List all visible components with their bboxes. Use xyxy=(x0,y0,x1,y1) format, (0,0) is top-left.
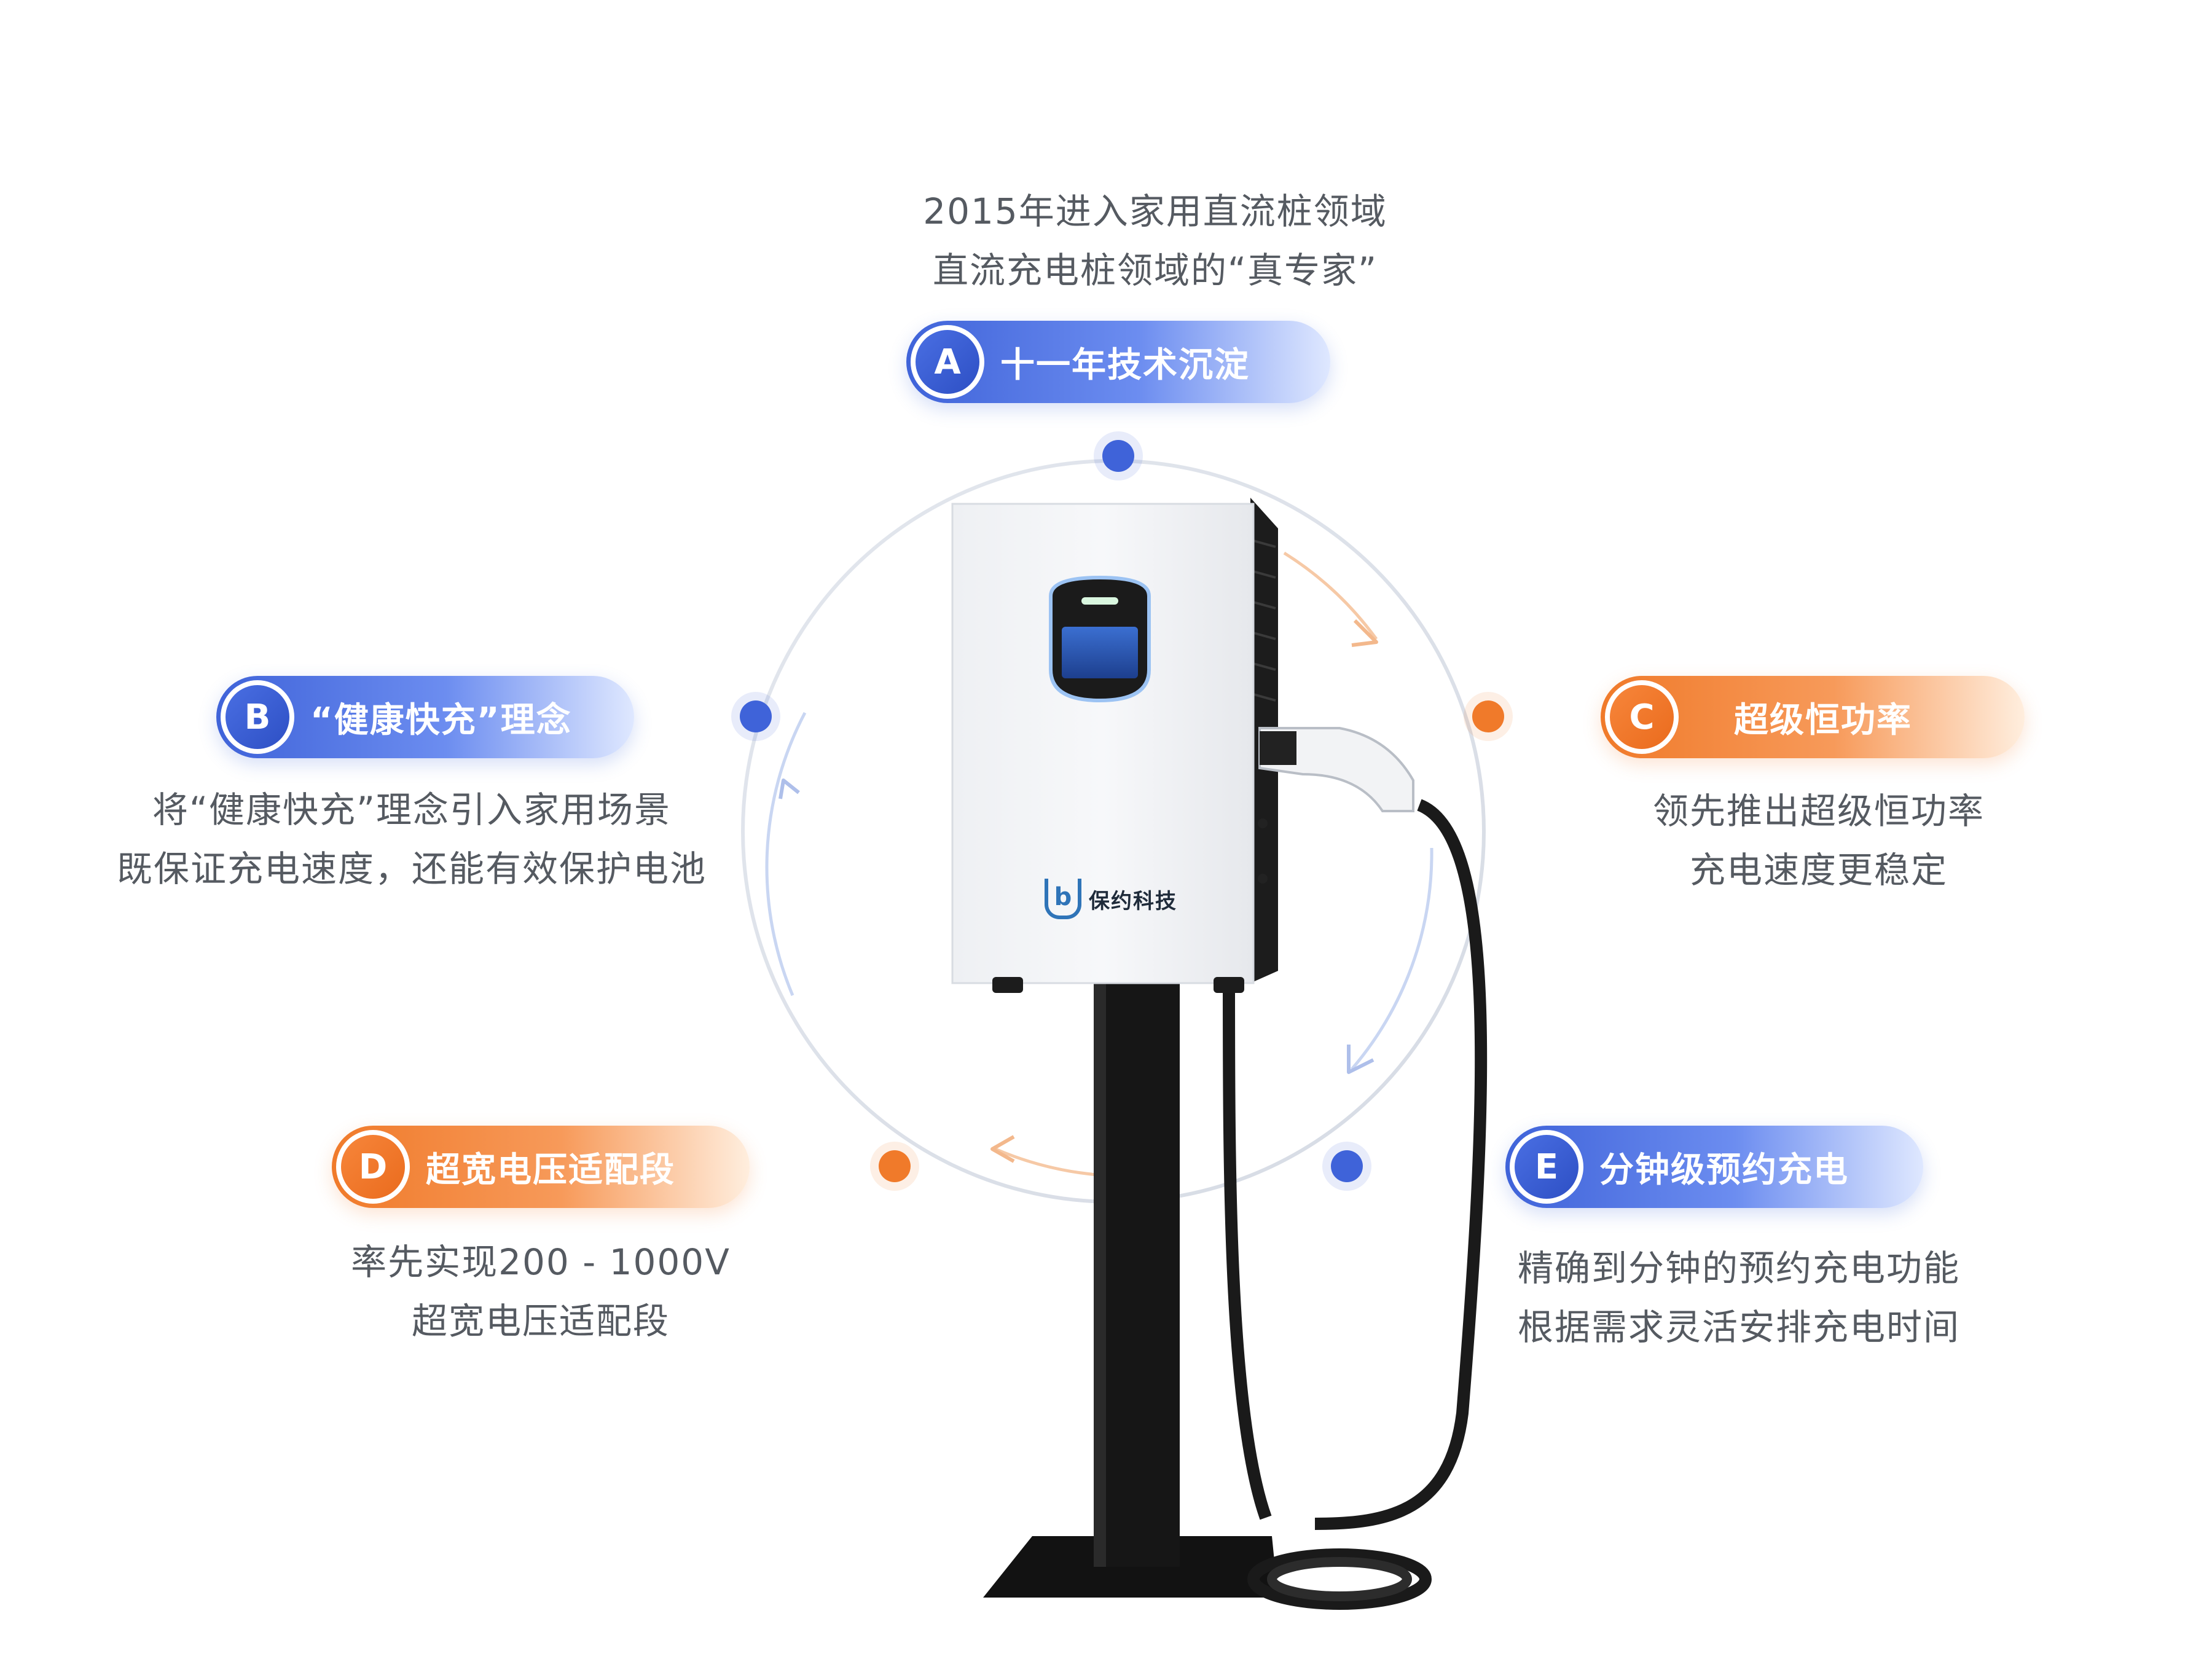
arrow-bottom-icon xyxy=(990,1135,1015,1163)
charging-plug xyxy=(1258,727,1414,812)
arrow-right-icon xyxy=(1347,1045,1375,1074)
ring-dot-e xyxy=(1331,1150,1363,1182)
charger-brand: b 保约科技 xyxy=(1045,879,1177,919)
feature-pill-c: C 超级恒功率 xyxy=(1601,676,2025,758)
feature-desc-d-line-1: 率先实现200 - 1000V xyxy=(351,1241,731,1283)
feature-desc-b: 将“健康快充”理念引入家用场景 既保证充电速度，还能有效保护电池 xyxy=(74,780,750,898)
feature-desc-b-line-1: 将“健康快充”理念引入家用场景 xyxy=(152,789,672,831)
cable-coil xyxy=(1247,1548,1432,1610)
feature-title-b: “健康快充”理念 xyxy=(310,700,572,740)
feature-desc-c: 领先推出超级恒功率 充电速度更稳定 xyxy=(1542,782,2095,900)
badge-a: A xyxy=(911,325,984,399)
badge-d: D xyxy=(336,1130,410,1204)
badge-c: C xyxy=(1605,680,1679,754)
pole xyxy=(1094,977,1180,1567)
feature-desc-e-line-2: 根据需求灵活安排充电时间 xyxy=(1517,1306,1960,1348)
arrow-left-icon xyxy=(779,779,800,799)
feature-pill-d: D 超宽电压适配段 xyxy=(332,1126,750,1208)
cable xyxy=(1223,976,1272,1520)
feature-desc-d: 率先实现200 - 1000V 超宽电压适配段 xyxy=(264,1233,817,1351)
ring-dot-b xyxy=(740,700,772,732)
inner-arc-top-right xyxy=(1283,551,1378,640)
arrow-top-right-icon xyxy=(1351,619,1378,647)
status-light xyxy=(1081,597,1118,605)
feature-title-a: 十一年技术沉淀 xyxy=(1000,345,1250,385)
badge-b: B xyxy=(221,680,294,754)
feature-desc-c-line-1: 领先推出超级恒功率 xyxy=(1652,790,1985,832)
ring-dot-a xyxy=(1102,440,1134,472)
feature-desc-c-line-2: 充电速度更稳定 xyxy=(1689,849,1948,891)
brand-logo-icon: b xyxy=(1045,879,1081,919)
intro-line-2: 直流充电桩领域的“真专家” xyxy=(932,249,1378,291)
inner-arc-left xyxy=(765,712,807,996)
feature-desc-e: 精确到分钟的预约充电功能 根据需求灵活安排充电时间 xyxy=(1432,1239,2046,1357)
feature-desc-d-line-2: 超宽电压适配段 xyxy=(411,1300,670,1342)
brand-name: 保约科技 xyxy=(1089,888,1177,914)
feature-desc-b-line-2: 既保证充电速度，还能有效保护电池 xyxy=(116,848,707,890)
feature-pill-e: E 分钟级预约充电 xyxy=(1505,1126,1923,1208)
feature-desc-e-line-1: 精确到分钟的预约充电功能 xyxy=(1517,1247,1960,1289)
ring-dot-c xyxy=(1472,700,1504,732)
feature-title-d: 超宽电压适配段 xyxy=(426,1150,675,1190)
intro-text: 2015年进入家用直流桩领域 直流充电桩领域的“真专家” xyxy=(786,182,1524,300)
feature-title-e: 分钟级预约充电 xyxy=(1599,1150,1849,1190)
screen xyxy=(1062,627,1138,678)
badge-e: E xyxy=(1510,1130,1583,1204)
ring-dot-d xyxy=(879,1150,911,1182)
feature-pill-a: A 十一年技术沉淀 xyxy=(906,321,1330,403)
feature-pill-b: B “健康快充”理念 xyxy=(216,676,634,758)
feature-title-c: 超级恒功率 xyxy=(1734,700,1912,740)
intro-line-1: 2015年进入家用直流桩领域 xyxy=(923,190,1387,232)
inner-arc-right xyxy=(1351,847,1433,1070)
